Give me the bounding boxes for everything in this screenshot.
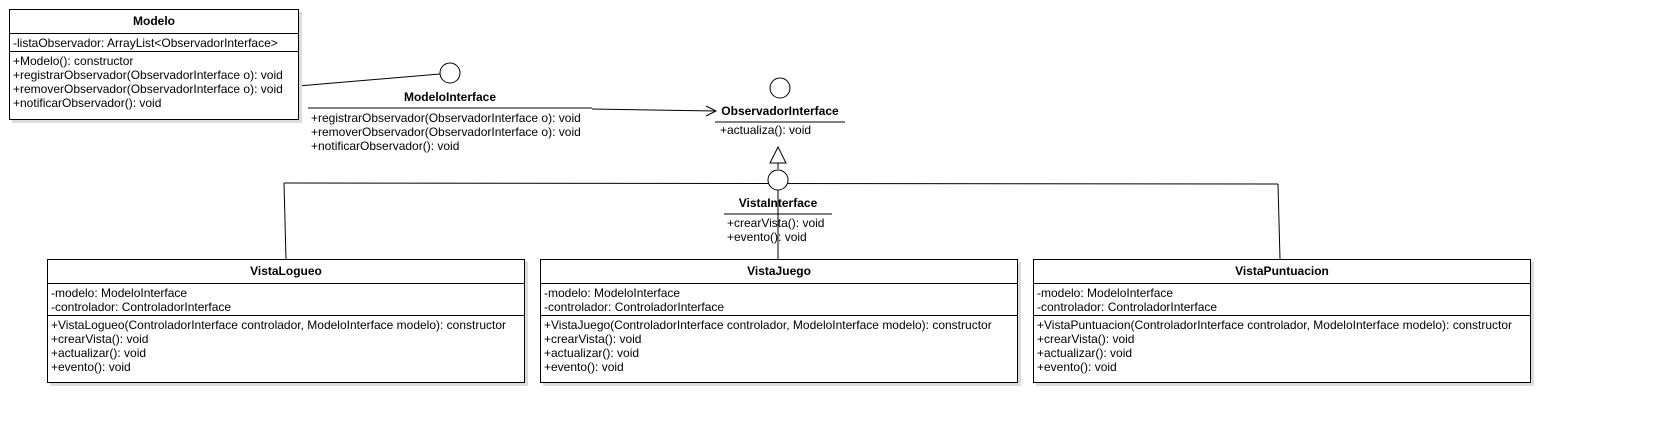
interface-title: VistaInterface (738, 196, 818, 210)
operation: +Modelo(): constructor (13, 54, 134, 68)
interface-operations: +actualiza(): void (715, 123, 845, 137)
operation: +actualizar(): void (544, 346, 640, 360)
operation: +notificarObservador(): void (13, 96, 162, 110)
class-title: VistaJuego (541, 260, 1017, 284)
class-vista-logueo[interactable]: VistaLogueo -modelo: ModeloInterface -co… (47, 259, 525, 383)
operation: +actualizar(): void (51, 346, 147, 360)
class-operations: +Modelo(): constructor +registrarObserva… (10, 51, 298, 111)
class-operations: +VistaLogueo(ControladorInterface contro… (48, 315, 524, 375)
operation: +evento(): void (727, 230, 807, 244)
operation: +evento(): void (51, 360, 131, 374)
operation: +notificarObservador(): void (311, 139, 460, 153)
interface-title: ModeloInterface (403, 90, 496, 104)
vista-puntuacion-realization (1277, 183, 1281, 260)
interface-operations: +crearVista(): void +evento(): void (724, 216, 832, 244)
class-attributes: -modelo: ModeloInterface -controlador: C… (48, 284, 524, 315)
class-attributes: -modelo: ModeloInterface -controlador: C… (1034, 284, 1530, 315)
operation: +actualiza(): void (720, 123, 812, 137)
class-attributes: -modelo: ModeloInterface -controlador: C… (541, 284, 1017, 315)
operation: +crearVista(): void (544, 332, 642, 346)
class-attributes: -listaObservador: ArrayList<ObservadorIn… (10, 34, 298, 51)
vista-interface-lollipop (767, 169, 789, 191)
interface-observador-interface[interactable]: ObservadorInterface +actualiza(): void (715, 104, 845, 137)
class-title: VistaLogueo (48, 260, 524, 284)
class-operations: +VistaJuego(ControladorInterface control… (541, 315, 1017, 375)
interface-title: ObservadorInterface (721, 104, 839, 118)
operation: +registrarObservador(ObservadorInterface… (311, 111, 581, 125)
operation: +removerObservador(ObservadorInterface o… (13, 82, 283, 96)
realization-bus (283, 182, 1279, 185)
operation: +evento(): void (1037, 360, 1117, 374)
modelo-interface-lollipop (439, 62, 461, 84)
operation: +actualizar(): void (1037, 346, 1133, 360)
attribute: -modelo: ModeloInterface (544, 286, 681, 300)
operation: +VistaPuntuacion(ControladorInterface co… (1037, 318, 1513, 332)
attribute: -controlador: ControladorInterface (51, 300, 232, 314)
association-line (591, 108, 717, 112)
operation: +crearVista(): void (51, 332, 149, 346)
class-vista-puntuacion[interactable]: VistaPuntuacion -modelo: ModeloInterface… (1033, 259, 1531, 383)
attribute: -listaObservador: ArrayList<ObservadorIn… (13, 36, 278, 50)
class-vista-juego[interactable]: VistaJuego -modelo: ModeloInterface -con… (540, 259, 1018, 383)
operation: +removerObservador(ObservadorInterface o… (311, 125, 581, 139)
class-operations: +VistaPuntuacion(ControladorInterface co… (1034, 315, 1530, 375)
class-modelo[interactable]: Modelo -listaObservador: ArrayList<Obser… (9, 9, 299, 120)
observador-interface-lollipop (769, 77, 791, 99)
attribute: -modelo: ModeloInterface (51, 286, 188, 300)
operation: +VistaJuego(ControladorInterface control… (544, 318, 992, 332)
modelo-realization-line (297, 73, 441, 87)
class-title: VistaPuntuacion (1034, 260, 1530, 284)
interface-modelo-interface[interactable]: ModeloInterface +registrarObservador(Obs… (308, 90, 592, 153)
generalization-triangle (769, 145, 787, 164)
operation: +VistaLogueo(ControladorInterface contro… (51, 318, 507, 332)
interface-operations: +registrarObservador(ObservadorInterface… (308, 111, 592, 153)
operation: +crearVista(): void (727, 216, 825, 230)
operation: +evento(): void (544, 360, 624, 374)
attribute: -controlador: ControladorInterface (1037, 300, 1218, 314)
attribute: -modelo: ModeloInterface (1037, 286, 1174, 300)
operation: +crearVista(): void (1037, 332, 1135, 346)
class-title: Modelo (10, 10, 298, 34)
interface-vista-interface[interactable]: VistaInterface +crearVista(): void +even… (724, 196, 832, 244)
attribute: -controlador: ControladorInterface (544, 300, 725, 314)
vista-logueo-realization (283, 182, 287, 260)
operation: +registrarObservador(ObservadorInterface… (13, 68, 283, 82)
